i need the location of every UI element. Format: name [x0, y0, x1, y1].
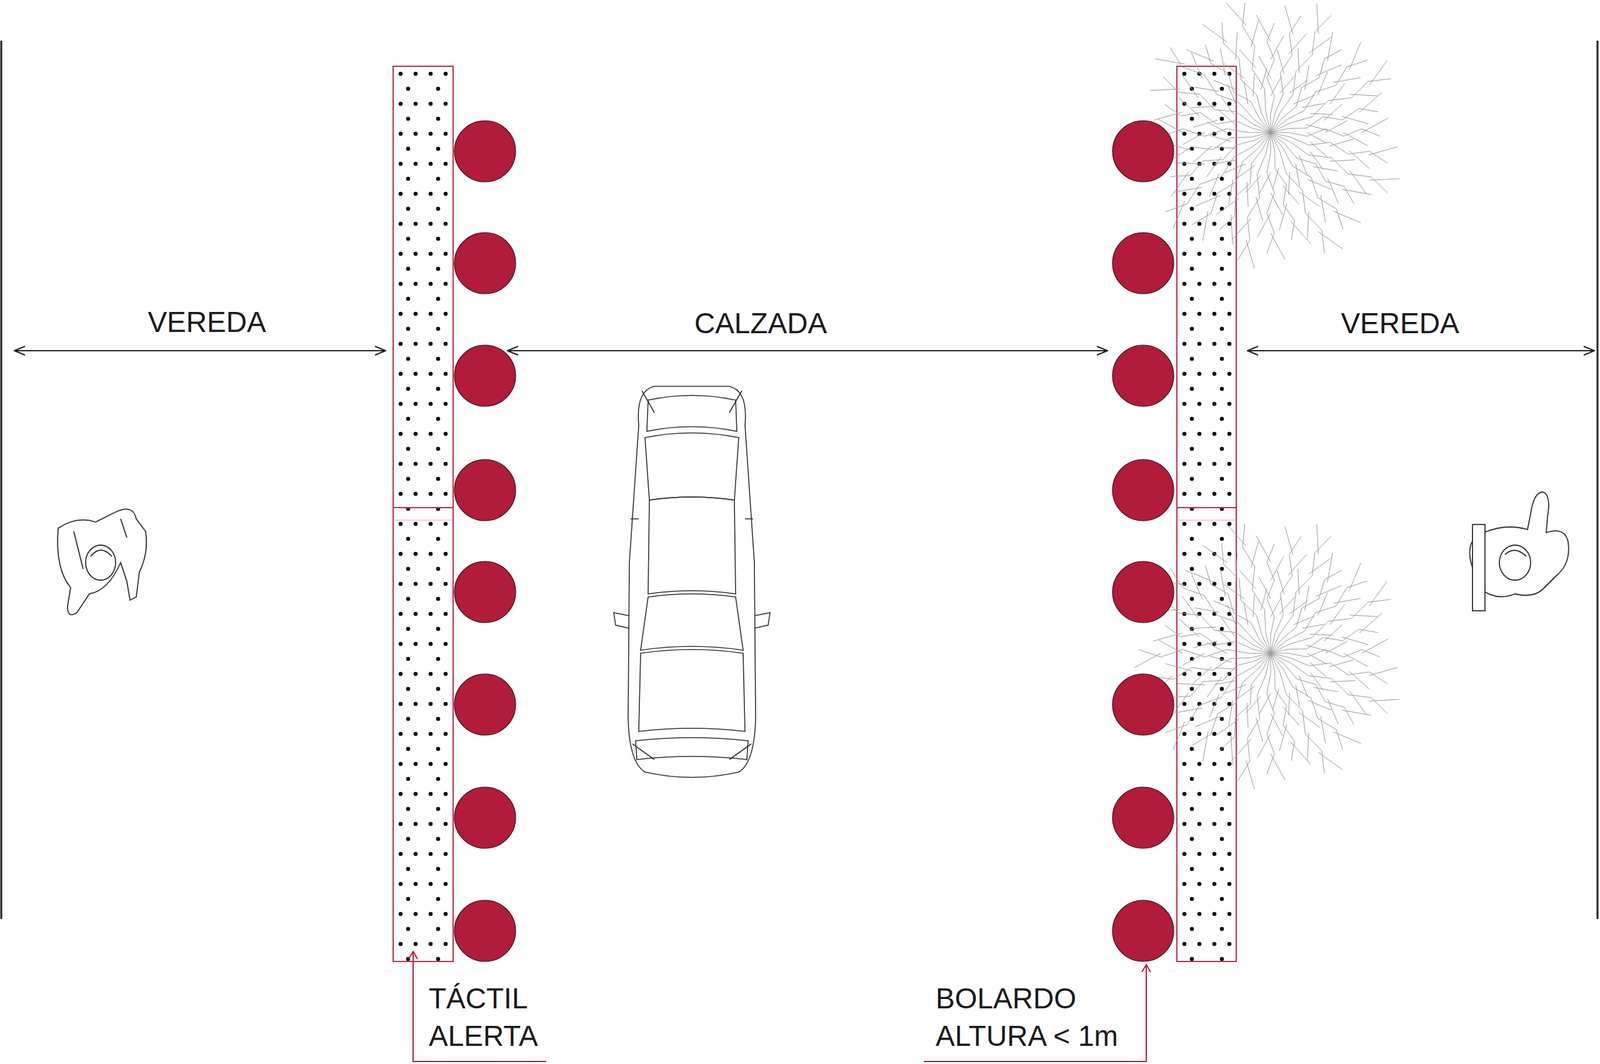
bollard [1112, 673, 1174, 735]
bollard [1112, 900, 1174, 962]
callout-label: TÁCTIL ALERTA [428, 980, 560, 1055]
bollard [454, 459, 516, 521]
bollard [1112, 345, 1174, 407]
bollard [454, 232, 516, 294]
tactile-strip [1176, 66, 1237, 962]
bollard [454, 120, 516, 182]
callout-label: BOLARDO ALTURA < 1m [935, 980, 1124, 1055]
tree [1134, 523, 1400, 790]
bollard [454, 345, 516, 407]
property-line [0, 40, 3, 919]
bollard [454, 900, 516, 962]
tree [1134, 3, 1400, 269]
bollard [454, 561, 516, 623]
bollard [1112, 232, 1174, 294]
pedestrian-figure [57, 508, 147, 615]
bollard [1112, 561, 1174, 623]
bollard [454, 786, 516, 849]
dimension-label: VEREDA [147, 303, 266, 342]
pedestrian-figure [1470, 491, 1569, 611]
car-symbol [613, 386, 770, 778]
bollard-row [454, 120, 1174, 962]
bollard [1112, 120, 1174, 182]
dimension-arrow [14, 350, 1595, 352]
bollard [454, 673, 516, 735]
bollard [1112, 459, 1174, 521]
bollard [1112, 786, 1174, 849]
tree-symbol [1134, 3, 1400, 790]
dimension-label: VEREDA [1340, 305, 1459, 343]
property-line [1596, 40, 1599, 919]
leader-line [413, 951, 1147, 1062]
dimension-label: CALZADA [694, 305, 827, 343]
tactile-strip [393, 66, 454, 962]
